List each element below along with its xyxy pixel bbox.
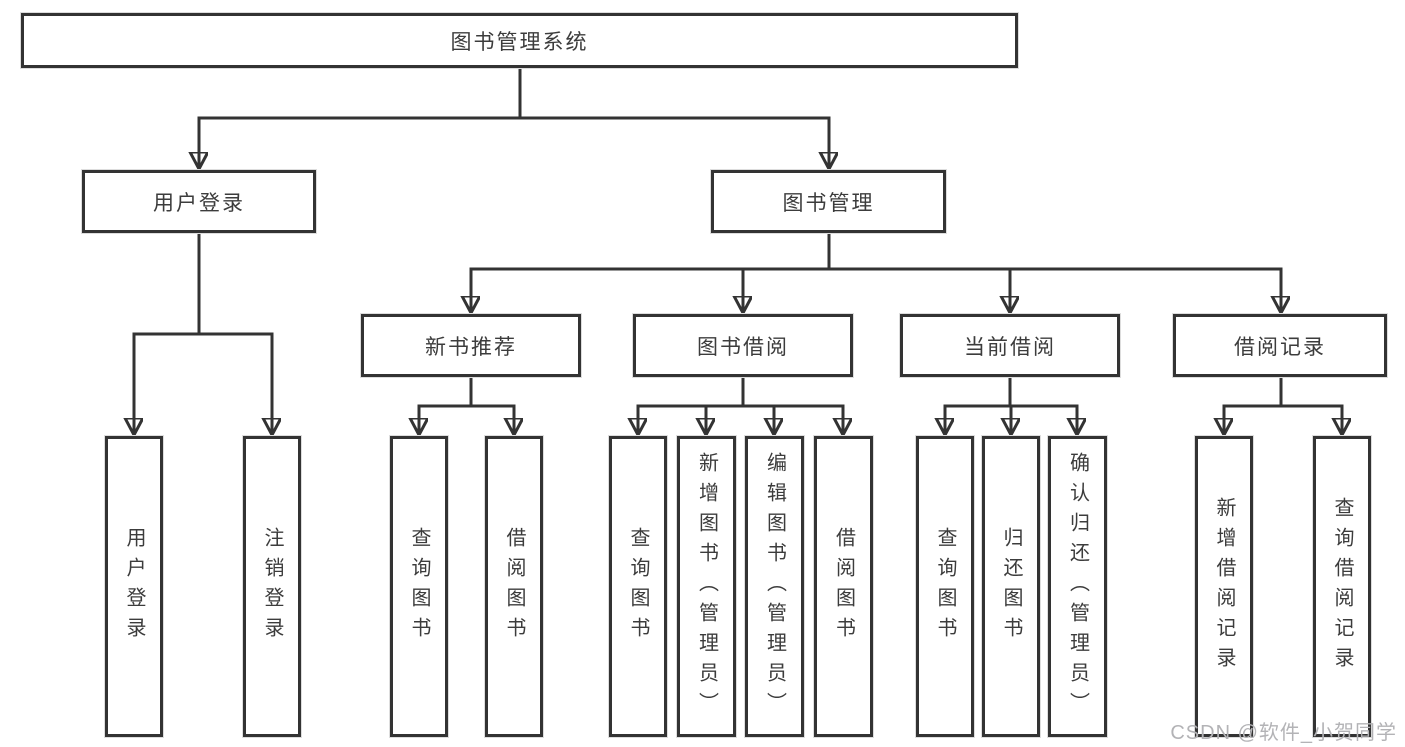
leaf-logout: 注销登录 [243, 436, 301, 737]
node-label: 查询图书 [408, 526, 430, 647]
node-label: 当前借阅 [964, 335, 1056, 359]
node-book-management: 图书管理 [711, 170, 946, 233]
node-label: 新书推荐 [425, 335, 517, 359]
leaf-borrow-books-borrowing: 借阅图书 [814, 436, 873, 737]
node-label: 用户登录 [123, 526, 145, 647]
leaf-query-books-recommend: 查询图书 [390, 436, 448, 737]
node-label: 确认归还（管理员） [1066, 451, 1089, 722]
node-label: 编辑图书（管理员） [763, 451, 786, 722]
node-book-borrowing: 图书借阅 [633, 314, 853, 377]
node-borrowing-records: 借阅记录 [1173, 314, 1387, 377]
leaf-edit-book-admin: 编辑图书（管理员） [745, 436, 804, 737]
leaf-query-books-borrowing: 查询图书 [609, 436, 667, 737]
node-label: 图书管理 [782, 191, 875, 215]
node-label: 借阅记录 [1234, 335, 1326, 359]
leaf-query-books-current: 查询图书 [916, 436, 974, 737]
node-label: 查询图书 [627, 526, 649, 647]
node-label: 查询图书 [934, 526, 956, 647]
node-label: 注销登录 [261, 526, 283, 647]
node-library-management-system: 图书管理系统 [21, 13, 1018, 68]
leaf-query-borrow-record: 查询借阅记录 [1313, 436, 1371, 737]
node-label: 借阅图书 [503, 526, 525, 647]
leaf-add-book-admin: 新增图书（管理员） [677, 436, 736, 737]
node-label: 归还图书 [1000, 526, 1022, 647]
leaf-confirm-return-admin: 确认归还（管理员） [1048, 436, 1107, 737]
node-label: 借阅图书 [832, 526, 855, 647]
node-new-book-recommendation: 新书推荐 [361, 314, 581, 377]
node-current-borrowing: 当前借阅 [900, 314, 1120, 377]
node-label: 图书管理系统 [450, 30, 589, 54]
leaf-return-books: 归还图书 [982, 436, 1040, 737]
csdn-watermark: CSDN @软件_小贺同学 [1170, 722, 1397, 744]
leaf-borrow-books-recommend: 借阅图书 [485, 436, 543, 737]
node-label: 新增图书（管理员） [695, 451, 718, 722]
node-label: 用户登录 [153, 191, 245, 215]
node-label: 查询借阅记录 [1331, 496, 1353, 677]
node-label: 图书借阅 [697, 335, 789, 359]
leaf-user-login: 用户登录 [105, 436, 163, 737]
leaf-add-borrow-record: 新增借阅记录 [1195, 436, 1253, 737]
node-label: 新增借阅记录 [1213, 496, 1235, 677]
node-user-login: 用户登录 [82, 170, 316, 233]
